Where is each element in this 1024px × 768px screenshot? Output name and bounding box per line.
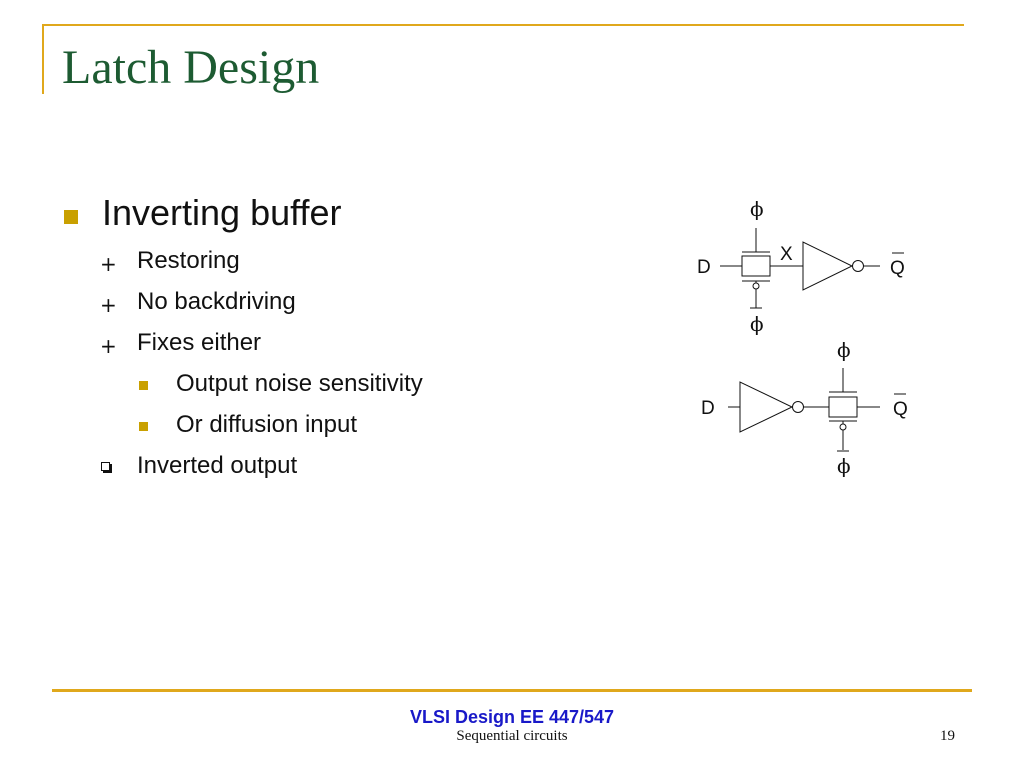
footer-topic: Sequential circuits [456,728,568,744]
top-x-label: X [780,244,793,265]
plus-marker: + [100,293,117,317]
slide-title: Latch Design [62,41,320,94]
top-transmission-gate [741,255,771,277]
frame-left-rule [42,24,44,94]
bullet-fixes-either: Fixes either [137,329,262,356]
bottom-gate-bubble [839,423,847,431]
top-phi-bar-label: ϕ [750,312,764,336]
bullet-restoring: Restoring [137,247,240,274]
plus-marker: + [100,252,117,276]
frame-top-rule [42,24,964,26]
page-number: 19 [940,728,955,744]
bullet-small-square-icon [139,381,148,390]
bullet-square-icon [64,210,78,224]
bottom-transmission-gate [828,396,858,418]
bullet-inverted-output: Inverted output [137,452,298,479]
top-inverter [802,241,854,291]
top-phi-label: ϕ [750,197,764,221]
top-inverter-bubble [852,260,864,272]
bullet-no-backdriving: No backdriving [137,288,296,315]
bullet-inverting-buffer: Inverting buffer [102,192,342,233]
latch-circuit-diagram: ϕ ϕ D X Q ϕ ϕ D Q [697,197,908,478]
bottom-phi-label: ϕ [837,338,851,362]
top-d-label: D [697,257,711,278]
footer-rule [52,689,972,692]
top-gate-bubble [752,282,760,290]
bullet-or-diffusion-input: Or diffusion input [176,411,357,438]
bottom-q-label: Q [893,399,908,420]
footer-course-title: VLSI Design EE 447/547 [409,707,615,727]
plus-marker: + [100,334,117,358]
bottom-inverter-bubble [792,401,804,413]
bottom-inverter [739,381,794,433]
bullet-small-square-icon [139,422,148,431]
bullet-hollow-square-icon [101,462,110,471]
top-q-label: Q [890,258,905,279]
bullet-output-noise-sensitivity: Output noise sensitivity [176,370,423,397]
bottom-d-label: D [701,398,715,419]
bottom-phi-bar-label: ϕ [837,454,851,478]
